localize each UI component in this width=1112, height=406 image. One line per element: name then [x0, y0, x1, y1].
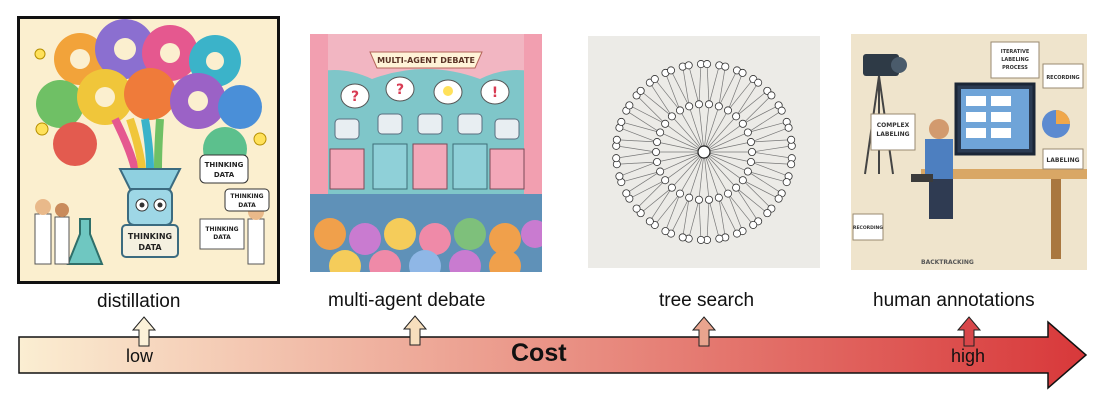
lightbulb-icon: [35, 122, 49, 136]
label-thinking: THINKING: [230, 193, 263, 200]
svg-text:DATA: DATA: [213, 234, 231, 241]
svg-text:DATA: DATA: [214, 171, 235, 179]
human-annotations-image: COMPLEX LABELING ITERATIVE LABELING PROC…: [851, 34, 1087, 270]
label-thinking-data-3: THINKING: [205, 226, 238, 233]
audience: [314, 218, 542, 272]
note-iterative: ITERATIVE: [1001, 49, 1030, 55]
note-recording-2: RECORDING: [853, 225, 883, 231]
svg-text:DATA: DATA: [138, 243, 162, 252]
note-labeling: LABELING: [1046, 157, 1079, 164]
marker-human-annotations: [956, 316, 982, 347]
caption-multi-agent-debate: multi-agent debate: [328, 290, 486, 311]
marker-distillation: [131, 316, 157, 347]
debate-banner: MULTI-AGENT DEBATE: [377, 56, 475, 65]
svg-text:LABELING: LABELING: [1001, 57, 1029, 63]
caption-tree-search: tree search: [659, 290, 755, 311]
caption-distillation: distillation: [97, 291, 181, 312]
gear-cloud: [36, 19, 262, 171]
note-backtracking: BACKTRACKING: [921, 259, 974, 266]
annotator: [929, 119, 949, 139]
marker-tree-search: [691, 316, 717, 347]
label-thinking-data-1: THINKING: [205, 161, 244, 169]
flask-icon: [66, 218, 104, 265]
svg-text:PROCESS: PROCESS: [1002, 65, 1028, 71]
robot: [118, 168, 182, 258]
distillation-image: THINKING DATA THINKING DATA THINKING DAT…: [17, 16, 280, 284]
cost-high-label: high: [951, 346, 986, 366]
caption-human-annotations: human annotations: [873, 290, 1035, 311]
cost-low-label: low: [126, 346, 154, 366]
tree-search-image: [588, 36, 820, 268]
svg-text:LABELING: LABELING: [876, 131, 909, 138]
cost-arrow-body: [18, 320, 1088, 390]
tree-root-node: [697, 145, 711, 159]
svg-text:!: !: [492, 85, 498, 101]
tree-search-illustration: [588, 36, 820, 268]
camera-icon: [863, 54, 907, 175]
debate-illustration: MULTI-AGENT DEBATE ? ? !: [310, 34, 542, 272]
svg-text:DATA: DATA: [238, 202, 256, 209]
label-thinking-data-2: THINKING: [128, 232, 172, 241]
distillation-illustration: THINKING DATA THINKING DATA THINKING DAT…: [20, 19, 277, 281]
multi-agent-debate-image: MULTI-AGENT DEBATE ? ? !: [310, 34, 542, 272]
annotation-illustration: COMPLEX LABELING ITERATIVE LABELING PROC…: [851, 34, 1087, 270]
cost-title: Cost: [511, 339, 567, 367]
marker-multi-agent-debate: [402, 315, 428, 346]
svg-text:?: ?: [396, 82, 404, 98]
svg-text:?: ?: [351, 89, 359, 105]
note-complex-labeling: COMPLEX: [877, 122, 910, 129]
robot-panelists: [329, 113, 525, 190]
note-recording: RECORDING: [1046, 75, 1079, 81]
